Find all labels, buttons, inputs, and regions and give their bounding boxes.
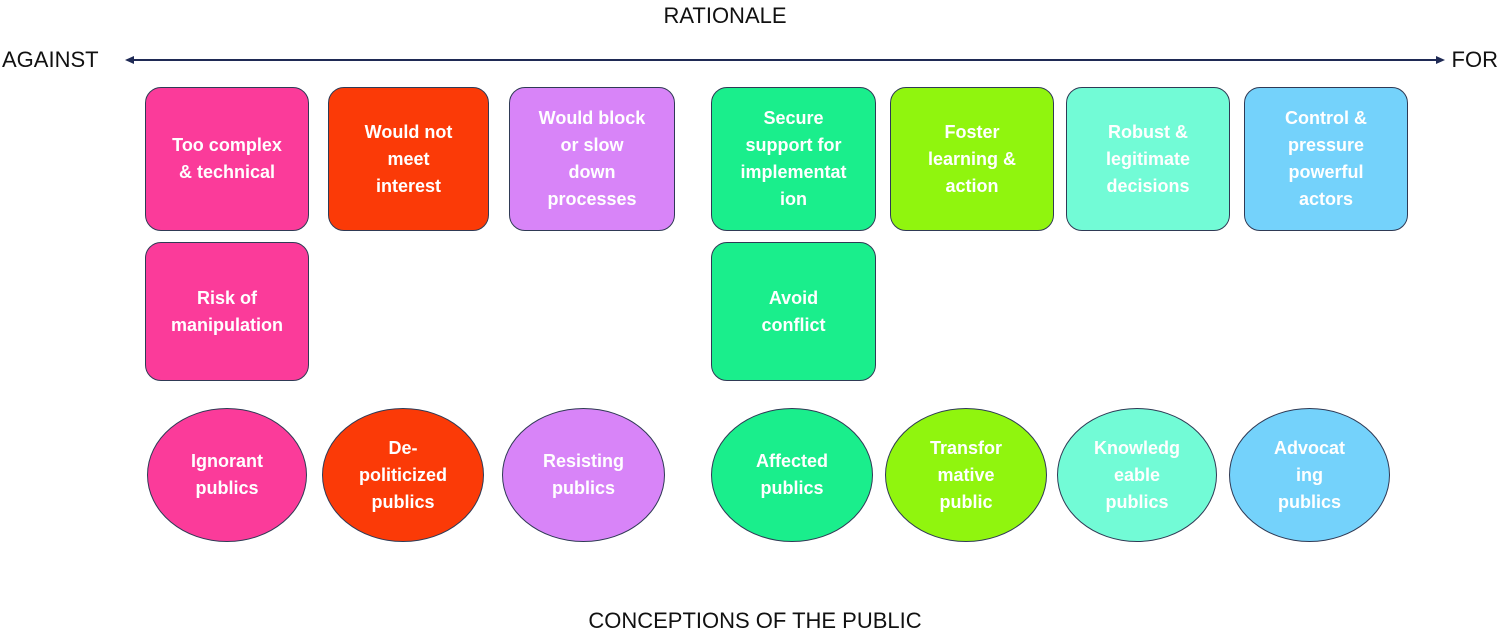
left-arrowhead-icon bbox=[125, 56, 134, 64]
rationale-axis-arrow bbox=[125, 56, 1445, 64]
public-text: Affected publics bbox=[755, 451, 828, 498]
public-text: De- politicized publics bbox=[358, 437, 447, 512]
public-de-politicized: De- politicized publics bbox=[322, 408, 484, 542]
public-text: Transfor mative public bbox=[929, 437, 1003, 512]
rationale-foster-learning: Foster learning & action bbox=[890, 87, 1054, 231]
rationale-robust-decisions: Robust & legitimate decisions bbox=[1066, 87, 1230, 231]
rationale-avoid-conflict: Avoid conflict bbox=[711, 242, 876, 381]
public-advocating: Advocat ing publics bbox=[1229, 408, 1390, 542]
rationale-text: Avoid conflict bbox=[761, 287, 826, 335]
rationale-text: Would not meet interest bbox=[364, 121, 453, 196]
right-arrowhead-icon bbox=[1436, 56, 1445, 64]
rationale-risk-of-manipulation: Risk of manipulation bbox=[145, 242, 309, 381]
against-label: AGAINST bbox=[2, 47, 99, 72]
public-text: Ignorant publics bbox=[191, 451, 263, 498]
public-text: Advocat ing publics bbox=[1273, 437, 1345, 512]
rationale-text: Would block or slow down processes bbox=[538, 108, 646, 209]
public-resisting: Resisting publics bbox=[502, 408, 665, 542]
rationale-secure-support: Secure support for implementat ion bbox=[711, 87, 876, 231]
bottom-title: CONCEPTIONS OF THE PUBLIC bbox=[588, 608, 922, 633]
rationale-text: Control & pressure powerful actors bbox=[1285, 108, 1367, 209]
rationale-too-complex: Too complex & technical bbox=[145, 87, 309, 231]
rationale-control-pressure: Control & pressure powerful actors bbox=[1244, 87, 1408, 231]
public-text: Knowledg eable publics bbox=[1094, 437, 1180, 512]
public-ignorant: Ignorant publics bbox=[147, 408, 307, 542]
rationale-text: Robust & legitimate decisions bbox=[1105, 121, 1191, 196]
top-title: RATIONALE bbox=[663, 3, 787, 28]
public-text: Resisting publics bbox=[542, 451, 625, 498]
rationale-text: Foster learning & action bbox=[927, 121, 1016, 196]
rationale-text: Secure support for implementat ion bbox=[740, 108, 847, 209]
public-knowledgeable: Knowledg eable publics bbox=[1057, 408, 1217, 542]
public-affected: Affected publics bbox=[711, 408, 873, 542]
rationale-text: Risk of manipulation bbox=[171, 287, 283, 335]
rationale-would-block: Would block or slow down processes bbox=[509, 87, 675, 231]
public-transformative: Transfor mative public bbox=[885, 408, 1047, 542]
rationale-would-not-meet-interest: Would not meet interest bbox=[328, 87, 489, 231]
for-label: FOR bbox=[1451, 47, 1498, 72]
rationale-text: Too complex & technical bbox=[172, 135, 282, 182]
